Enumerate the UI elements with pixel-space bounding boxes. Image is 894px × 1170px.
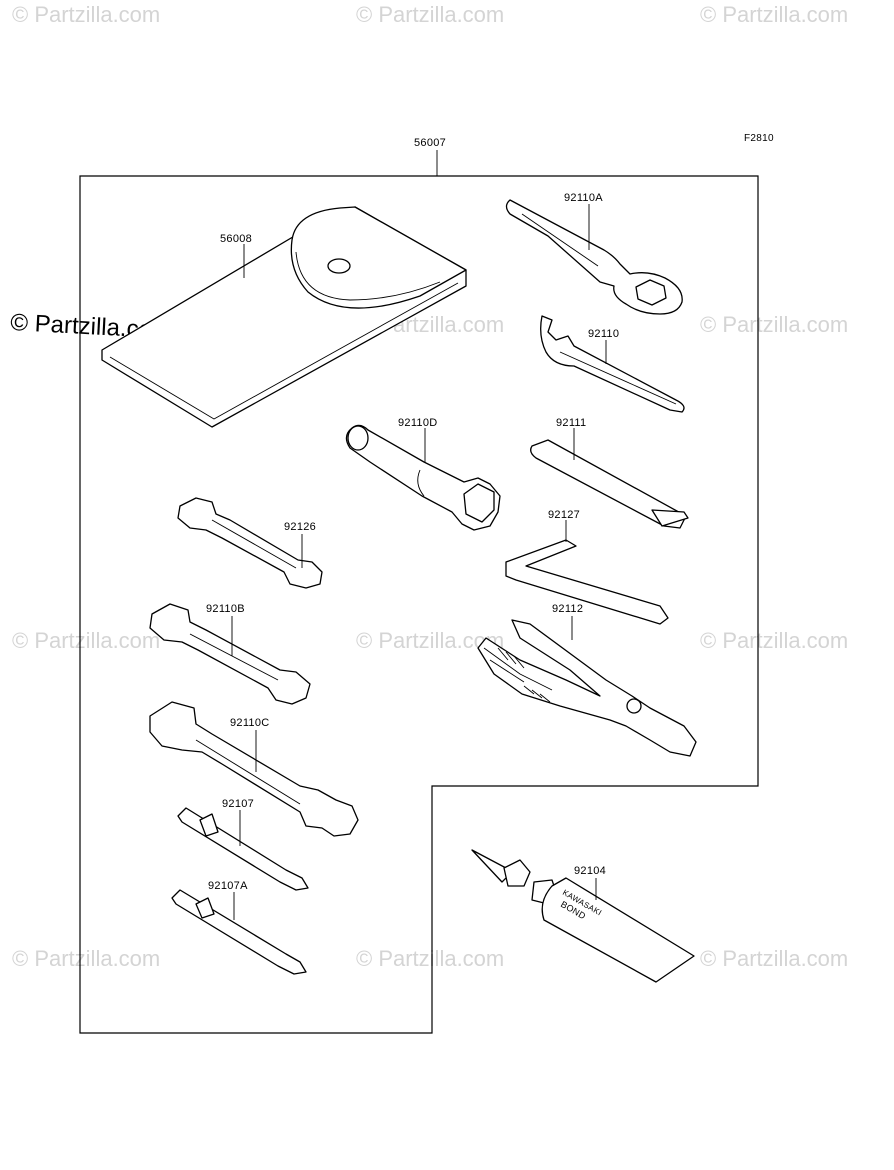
plug-wrench-92110d: 92110D [345,417,501,531]
watermark: © Partzilla.com [12,946,160,971]
kit-frame [79,175,759,1034]
watermark: © Partzilla.com [12,2,160,27]
handle-bar-92111: 92111 [530,417,689,529]
wrench-92126: 92126 [177,497,323,589]
hex-key-92127: 92127 [505,509,669,625]
pliers-92112: 92112 [477,603,697,757]
callout-92104: 92104 [574,865,606,877]
bond-tube-92104: KAWASAKI BOND 92104 [471,849,695,983]
figure-code: F2810 [744,133,774,144]
watermark: © Partzilla.com [700,2,848,27]
callout-92110A: 92110A [564,192,603,204]
callout-92110D: 92110D [398,417,438,429]
callout-92110: 92110 [588,328,619,340]
callout-92112: 92112 [552,603,583,615]
watermark: © Partzilla.com [356,2,504,27]
watermark: © Partzilla.com [700,312,848,337]
watermark: © Partzilla.com [700,628,848,653]
wrench-92110c: 92110C [149,701,359,837]
wrench-92110b: 92110B [149,603,311,705]
screwdriver-bit-92107: 92107 [177,798,309,891]
callout-92107A: 92107A [208,880,248,892]
watermark: © Partzilla.com [700,946,848,971]
callout-92110C: 92110C [230,717,270,729]
spanner-92110: 92110 [540,315,685,413]
watermark: © Partzilla.com [356,946,504,971]
box-wrench-92110a: 92110A [505,192,683,315]
callout-92111: 92111 [556,417,586,429]
callout-92110B: 92110B [206,603,245,615]
callout-92107: 92107 [222,798,254,810]
screwdriver-bit-92107a: 92107A [171,880,307,975]
callout-92127: 92127 [548,509,580,521]
callout-56008: 56008 [220,233,252,245]
tool-pouch: 56008 [101,206,467,428]
callout-92126: 92126 [284,521,316,533]
watermark: © Partzilla.com [12,628,160,653]
callout-56007: 56007 [414,137,446,149]
